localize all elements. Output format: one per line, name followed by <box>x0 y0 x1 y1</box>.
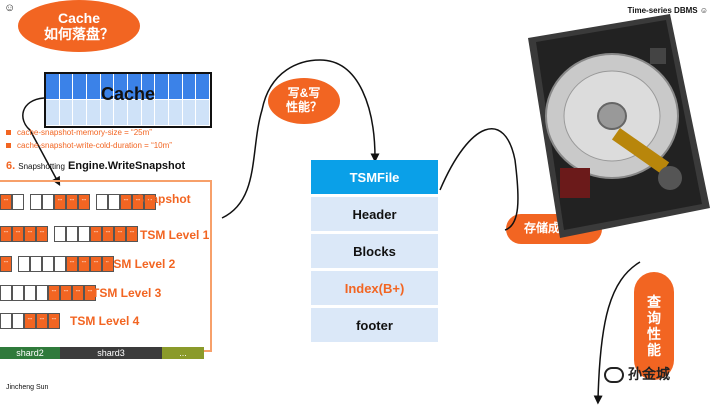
tsm-file-title: TSMFile <box>311 160 438 194</box>
rw-bubble-line1: 写&写 <box>287 86 321 101</box>
smile-icon: ☺ <box>4 2 16 14</box>
watermark-text: 孙金城 <box>628 366 670 382</box>
level-snapshot-label: Snapshot <box>136 192 191 206</box>
level-1-label: TSM Level 1 <box>140 228 210 242</box>
shard-3: shard3 <box>60 347 162 359</box>
config-memory-size: cache-snapshot-memory-size = “25m” <box>6 128 152 137</box>
level-2-label: TSM Level 2 <box>106 257 176 271</box>
wechat-icon <box>604 367 624 384</box>
author-name: Jincheng Sun <box>6 384 49 391</box>
config-cold-duration: cache-snapshot-write-cold-duration = “10… <box>6 141 172 150</box>
query-char-4: 能 <box>647 342 661 359</box>
query-char-2: 询 <box>647 309 661 326</box>
cache-bubble-line2: 如何落盘？ <box>44 26 114 42</box>
block-row-level3: -------- <box>0 285 96 301</box>
cache-label: Cache <box>100 84 156 104</box>
snapshot-step-number: 6. <box>6 160 16 172</box>
cache-bubble: Cache 如何落盘？ <box>18 0 140 52</box>
watermark: 孙金城 <box>604 364 670 384</box>
cache-bubble-line1: Cache <box>57 9 101 26</box>
cache-box: Cache <box>44 72 212 128</box>
level-4-label: TSM Level 4 <box>70 314 140 328</box>
shard-2: shard2 <box>0 347 60 359</box>
rw-bubble: 写&写 性能？ <box>268 78 340 124</box>
rw-bubble-line2: 性能？ <box>285 100 322 114</box>
snapshot-main-label: Engine.WriteSnapshot <box>68 160 186 172</box>
hard-disk-image <box>528 14 710 238</box>
shard-more: ... <box>162 347 204 359</box>
tsm-header-row: Header <box>311 197 438 231</box>
cache-grid <box>46 74 210 126</box>
config-cold-text: cache-snapshot-write-cold-duration = “10… <box>17 141 172 150</box>
block-row-level1: -------- -------- <box>0 226 138 242</box>
block-row-level4: ------ <box>0 313 60 329</box>
snapshot-header: 6. Snapshotting Engine.WriteSnapshot <box>6 160 185 172</box>
config-memory-text: cache-snapshot-memory-size = “25m” <box>17 128 152 137</box>
query-char-3: 性 <box>647 326 661 342</box>
snapshot-small-label: Snapshotting <box>18 162 65 171</box>
tsm-footer-row: footer <box>311 308 438 342</box>
tsm-index-row: Index(B+) <box>311 271 438 305</box>
tsm-file-structure: TSMFile Header Blocks Index(B+) footer <box>311 160 438 345</box>
slide-title: Time-series DBMS ☺ <box>627 6 709 15</box>
level-3-label: TSM Level 3 <box>92 286 162 300</box>
block-row-snapshot: -- ------ ------ <box>0 194 156 210</box>
query-char-1: 查 <box>647 293 661 310</box>
block-row-level2: -- -------- <box>0 256 114 272</box>
query-bubble: 查 询 性 能 <box>634 272 674 380</box>
tsm-blocks-row: Blocks <box>311 234 438 268</box>
